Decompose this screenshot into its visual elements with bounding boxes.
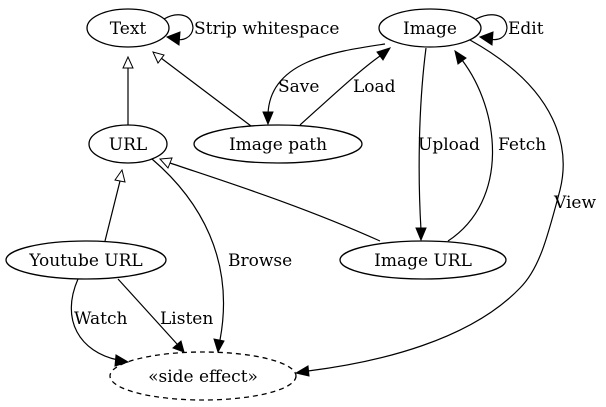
edge-image-path-text	[152, 51, 252, 127]
edge-label-listen: Listen	[160, 309, 213, 329]
node-youtube-url: Youtube URL	[5, 240, 167, 280]
edge-browse: Browse	[151, 158, 292, 354]
node-image-path-label: Image path	[229, 135, 327, 155]
edge-listen: Listen	[117, 278, 213, 353]
edge-load: Load	[299, 47, 396, 126]
edge-url-text	[122, 55, 134, 125]
edge-label-browse: Browse	[228, 251, 292, 271]
node-image-path: Image path	[193, 124, 363, 164]
edge-label-watch: Watch	[74, 309, 127, 329]
edge-label-strip-whitespace: Strip whitespace	[194, 19, 339, 39]
edge-label-load: Load	[353, 77, 396, 97]
node-image-url: Image URL	[339, 240, 507, 280]
node-url: URL	[88, 124, 168, 164]
node-youtube-url-label: Youtube URL	[28, 251, 142, 271]
edge-save: Save	[262, 43, 386, 126]
edge-fetch: Fetch	[447, 49, 546, 242]
node-image: Image	[378, 8, 482, 48]
node-side-effect: «side effect»	[109, 351, 297, 401]
edge-label-save: Save	[278, 77, 319, 97]
node-text: Text	[86, 8, 170, 48]
edge-strip-whitespace: Strip whitespace	[163, 14, 339, 46]
node-text-label: Text	[110, 19, 147, 39]
edge-label-upload: Upload	[418, 135, 480, 155]
edge-edit: Edit	[475, 14, 544, 46]
node-image-label: Image	[403, 19, 457, 39]
edge-watch: Watch	[70, 278, 130, 367]
node-url-label: URL	[109, 135, 147, 155]
edge-youtube-url-url	[104, 168, 126, 242]
edge-view: View	[294, 39, 596, 377]
edge-label-view: View	[553, 193, 596, 213]
edge-label-fetch: Fetch	[498, 135, 546, 155]
edge-image-url-url	[158, 157, 381, 242]
node-side-effect-label: «side effect»	[148, 367, 258, 387]
edge-label-edit: Edit	[508, 19, 544, 39]
node-image-url-label: Image URL	[374, 251, 472, 271]
edge-upload: Upload	[415, 47, 480, 242]
